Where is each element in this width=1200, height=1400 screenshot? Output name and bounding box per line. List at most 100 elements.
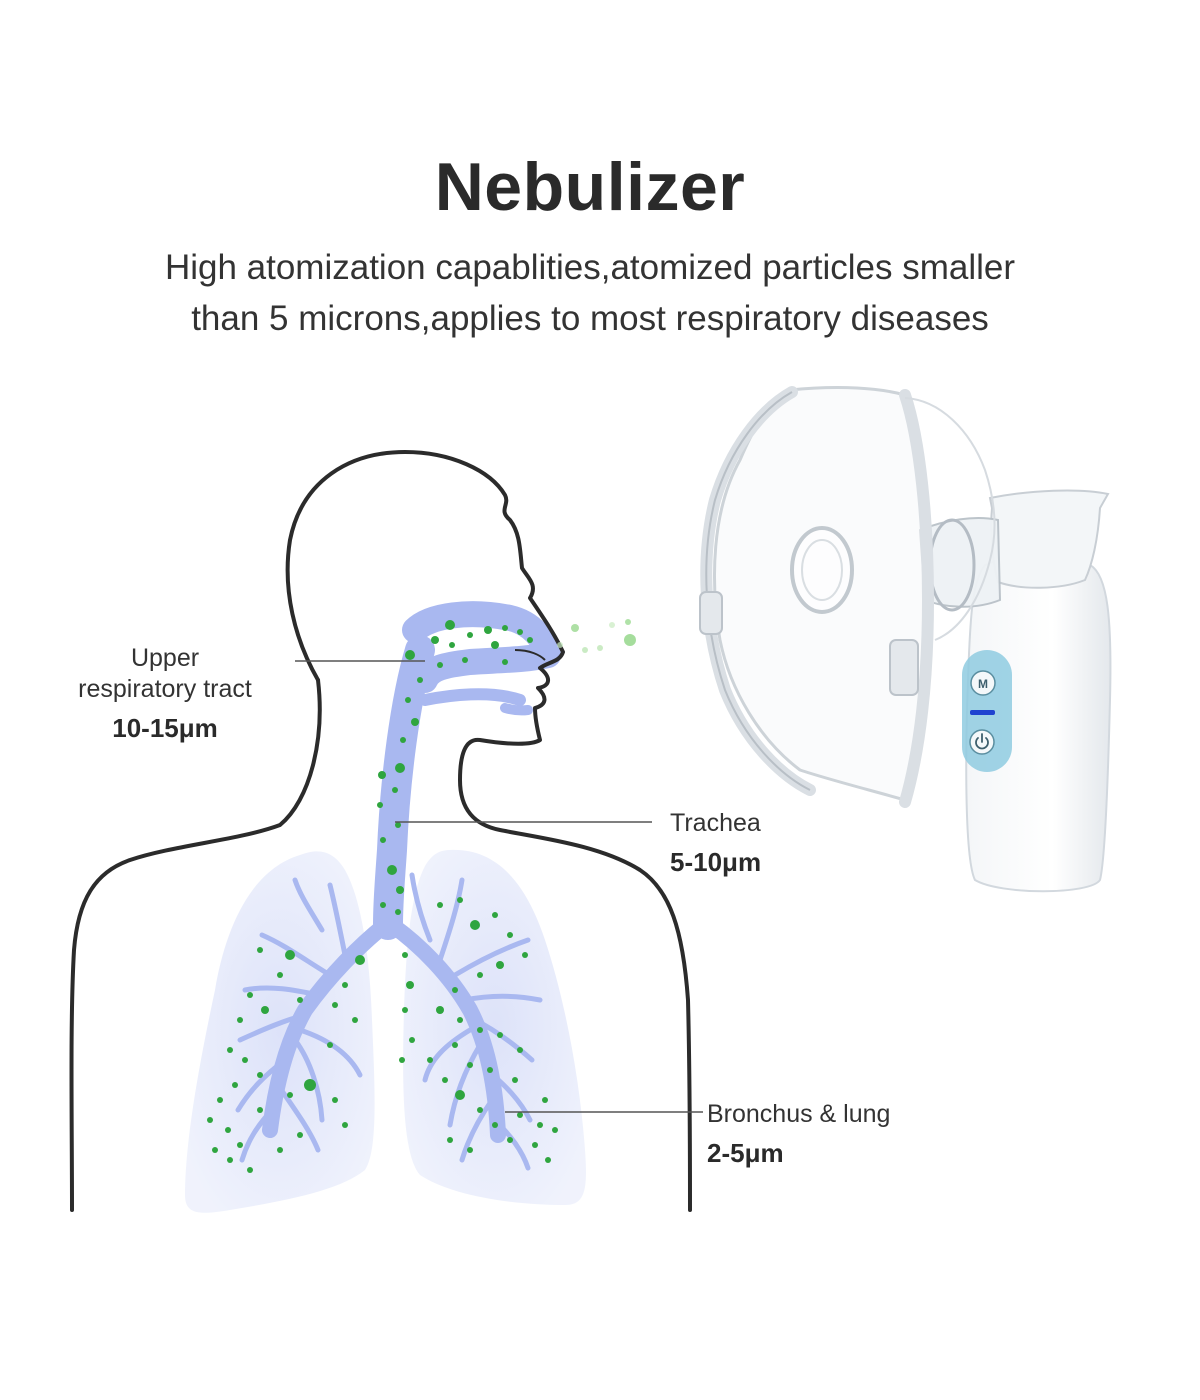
particle-dot	[502, 625, 508, 631]
particle-dot	[455, 1090, 465, 1100]
head-outline	[285, 450, 692, 1212]
particle-dot	[395, 822, 401, 828]
particle-dot	[297, 1132, 303, 1138]
strap-clip-top	[699, 591, 723, 635]
particle-dot	[396, 886, 404, 894]
particle-dot	[447, 1137, 453, 1143]
particle-dot	[457, 897, 463, 903]
subtitle-line-1: High atomization capablities,atomized pa…	[164, 248, 1016, 287]
particle-dot	[467, 632, 473, 638]
particle-dot	[399, 1057, 405, 1063]
particle-dot	[387, 865, 397, 875]
particle-dot	[492, 1122, 498, 1128]
particle-dot	[532, 1142, 538, 1148]
particle-dot	[517, 1112, 523, 1118]
particle-dot	[355, 955, 365, 965]
particle-dot	[452, 987, 458, 993]
particle-dot	[445, 620, 455, 630]
human-silhouette	[69, 450, 692, 1212]
particle-dot	[378, 771, 386, 779]
power-icon	[975, 733, 989, 750]
particle-dot	[332, 1002, 338, 1008]
nebulizer-device: M	[699, 386, 1112, 893]
particle-dot	[332, 1097, 338, 1103]
mask-inlet-port-inner	[801, 539, 843, 601]
particle-dot	[247, 1167, 253, 1173]
particle-dot	[436, 1006, 444, 1014]
trachea-name: Trachea	[670, 809, 761, 837]
particle-dot	[467, 1062, 473, 1068]
mist-particle	[625, 619, 631, 625]
mist-particle	[557, 642, 563, 648]
bronchus-lung-name: Bronchus & lung	[707, 1100, 891, 1128]
particle-dot	[405, 697, 411, 703]
particle-dot	[395, 763, 405, 773]
leader-lines	[295, 660, 703, 1113]
particle-dot	[467, 1147, 473, 1153]
mist-particle	[609, 622, 615, 628]
particles	[207, 620, 558, 1173]
particle-dot	[517, 629, 523, 635]
subtitle-line-2: than 5 microns,applies to most respirato…	[191, 299, 989, 338]
particle-dot	[212, 1147, 218, 1153]
mist	[557, 619, 636, 653]
particle-dot	[327, 1042, 333, 1048]
particle-dot	[402, 952, 408, 958]
mode-button[interactable]	[970, 670, 996, 696]
upper-respiratory-tract-label: Upper respiratory tract 10-15μm	[40, 643, 290, 744]
particle-dot	[257, 947, 263, 953]
particle-dot	[457, 1017, 463, 1023]
particle-dot	[227, 1047, 233, 1053]
particle-dot	[247, 992, 253, 998]
particle-dot	[285, 950, 295, 960]
upper-tract-particle-size: 10-15μm	[112, 713, 218, 743]
particle-dot	[502, 659, 508, 665]
particle-dot	[304, 1079, 316, 1091]
mouth-airway	[500, 703, 533, 716]
particle-dot	[225, 1127, 231, 1133]
bronchus-lung-particle-size: 2-5μm	[707, 1138, 784, 1168]
particle-dot	[512, 1077, 518, 1083]
particle-dot	[257, 1107, 263, 1113]
particle-dot	[477, 1027, 483, 1033]
particle-dot	[452, 1042, 458, 1048]
m-letter-icon: M	[978, 677, 988, 691]
particle-dot	[462, 657, 468, 663]
particle-dot	[287, 1092, 293, 1098]
page-title: Nebulizer	[434, 149, 746, 225]
particle-dot	[437, 902, 443, 908]
airway	[235, 601, 561, 1171]
particle-dot	[297, 997, 303, 1003]
left-bronchus	[262, 917, 393, 1138]
particle-dot	[517, 1047, 523, 1053]
particle-dot	[427, 1057, 433, 1063]
mist-particle	[582, 647, 588, 653]
particle-dot	[522, 952, 528, 958]
particle-dot	[417, 677, 423, 683]
particle-dot	[257, 1072, 263, 1078]
nasal-cavity	[402, 601, 561, 693]
particle-dot	[352, 1017, 358, 1023]
particle-dot	[377, 802, 383, 808]
particle-dot	[442, 1077, 448, 1083]
trachea	[373, 635, 435, 940]
particle-dot	[261, 1006, 269, 1014]
particle-dot	[217, 1097, 223, 1103]
right-lung	[403, 849, 586, 1205]
particle-dot	[470, 920, 480, 930]
particle-dot	[437, 662, 443, 668]
status-indicator-light	[970, 710, 995, 715]
particle-dot	[395, 909, 401, 915]
trachea-label: Trachea 5-10μm	[670, 808, 761, 878]
left-lung	[185, 851, 375, 1213]
particle-dot	[406, 981, 414, 989]
particle-dot	[402, 1007, 408, 1013]
particle-dot	[232, 1082, 238, 1088]
strap-clip-bottom	[889, 639, 919, 696]
particle-dot	[380, 837, 386, 843]
mask-dome	[904, 397, 996, 641]
particle-dot	[491, 641, 499, 649]
particle-dot	[492, 912, 498, 918]
particle-dot	[496, 961, 504, 969]
particle-dot	[545, 1157, 551, 1163]
